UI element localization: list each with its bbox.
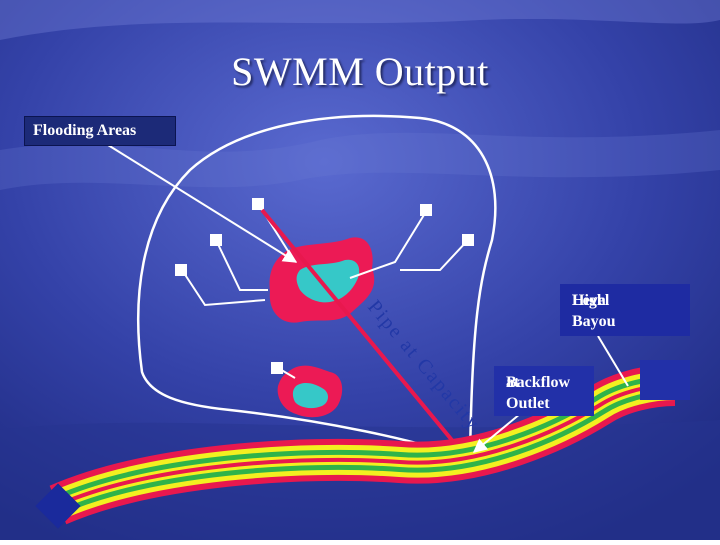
inlet-node xyxy=(271,362,283,374)
high-bayou-level-label: High Bayou Level xyxy=(560,284,690,336)
watershed-boundary xyxy=(137,114,497,462)
high-bayou-line2: Level xyxy=(572,292,610,309)
inlet-node xyxy=(420,204,432,216)
inlet-nodes xyxy=(175,198,474,374)
bayou-arrow xyxy=(597,335,629,387)
cloud-streak xyxy=(0,130,720,190)
flooding-arrow xyxy=(99,139,298,263)
slide-title: SWMM Output xyxy=(231,49,489,94)
flood-area-small-core xyxy=(292,382,328,409)
backflow-line2: at Outlet xyxy=(506,374,550,412)
backflow-at-outlet-label: Backflow at Outlet xyxy=(494,366,594,416)
inlet-node xyxy=(462,234,474,246)
inlet-node xyxy=(210,234,222,246)
inlet-node xyxy=(252,198,264,210)
inlet-node xyxy=(175,264,187,276)
bayou-marker xyxy=(640,360,690,400)
flooding-areas-text: Flooding Areas xyxy=(33,122,137,139)
outlet-channel xyxy=(49,364,676,525)
high-bayou-line1: High Bayou xyxy=(572,292,616,330)
flooding-areas-label: Flooding Areas xyxy=(24,116,176,146)
cloud-streak xyxy=(0,0,720,40)
backflow-line1: Backflow xyxy=(506,374,570,391)
